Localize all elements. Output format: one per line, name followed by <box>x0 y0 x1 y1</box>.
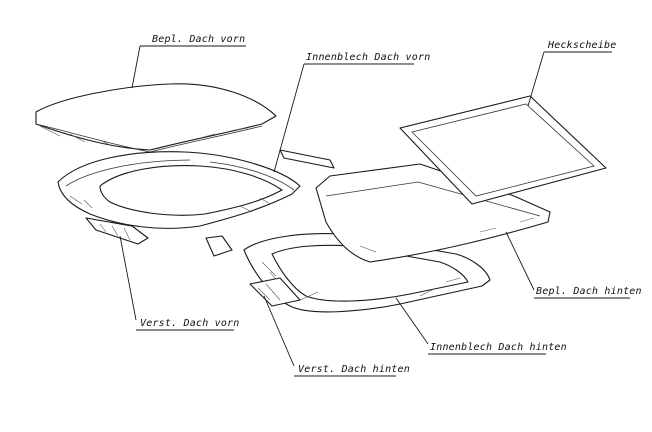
label-heckscheibe: Heckscheibe <box>547 40 616 51</box>
front-roof-outer-panel <box>35 83 277 153</box>
label-bepl-dach-vorn: Bepl. Dach vorn <box>152 34 245 45</box>
callout-leaders <box>119 45 630 377</box>
rear-roof-inner-panel <box>243 233 491 313</box>
label-innenblech-dach-vorn: Innenblech Dach vorn <box>306 52 430 63</box>
rear-window-glass <box>399 95 607 205</box>
front-roof-inner-panel <box>57 151 301 229</box>
front-roof-reinforcement <box>85 217 149 245</box>
label-verst-dach-vorn: Verst. Dach vorn <box>140 318 240 329</box>
label-verst-dach-hinten: Verst. Dach hinten <box>298 364 410 375</box>
label-bepl-dach-hinten: Bepl. Dach hinten <box>536 286 642 297</box>
label-innenblech-dach-hinten: Innenblech Dach hinten <box>430 342 567 353</box>
